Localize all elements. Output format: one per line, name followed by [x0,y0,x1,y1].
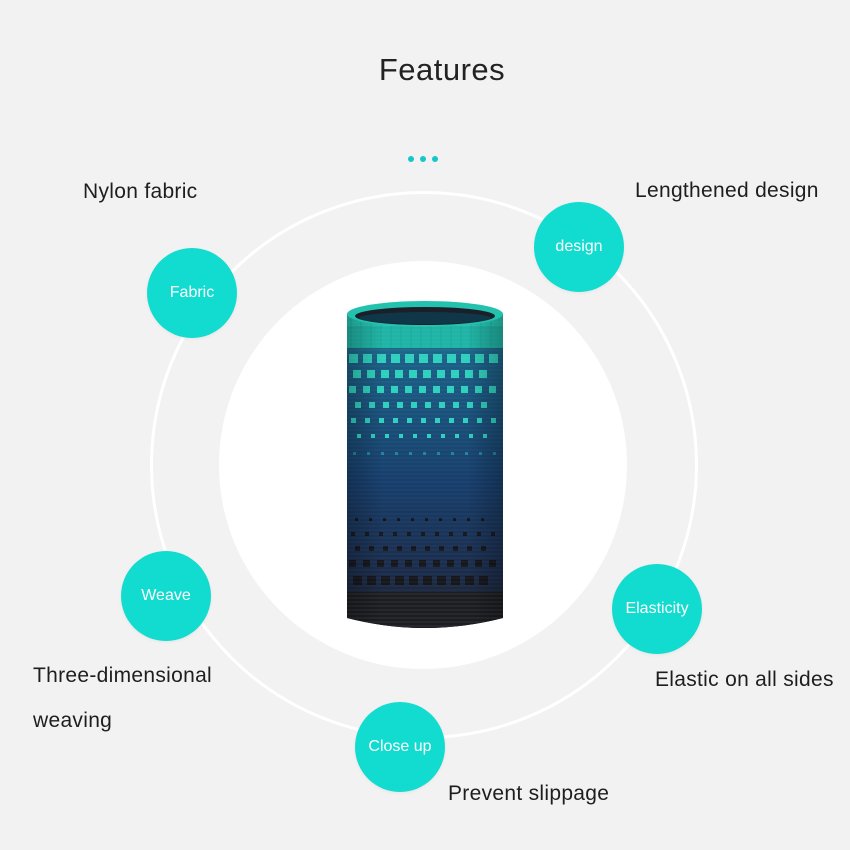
feature-bubble-design: design [534,202,624,292]
caption-prevent-slippage: Prevent slippage [448,782,610,805]
feature-bubble-weave: Weave [121,551,211,641]
feature-bubble-close-up: Close up [355,702,445,792]
feature-bubble-fabric: Fabric [147,248,237,338]
caption-weaving: weaving [33,709,113,732]
caption-nylon-fabric: Nylon fabric [83,180,198,203]
knit-sleeve-image [341,296,509,636]
caption-three-dimensional: Three-dimensional [33,664,213,687]
page-title: Features [378,52,506,87]
caption-lengthened-design: Lengthened design [635,179,819,202]
feature-bubble-elasticity: Elasticity [612,564,702,654]
caption-elastic-on-all-sides: Elastic on all sides [655,668,834,691]
ellipsis-dots-icon [408,156,442,164]
